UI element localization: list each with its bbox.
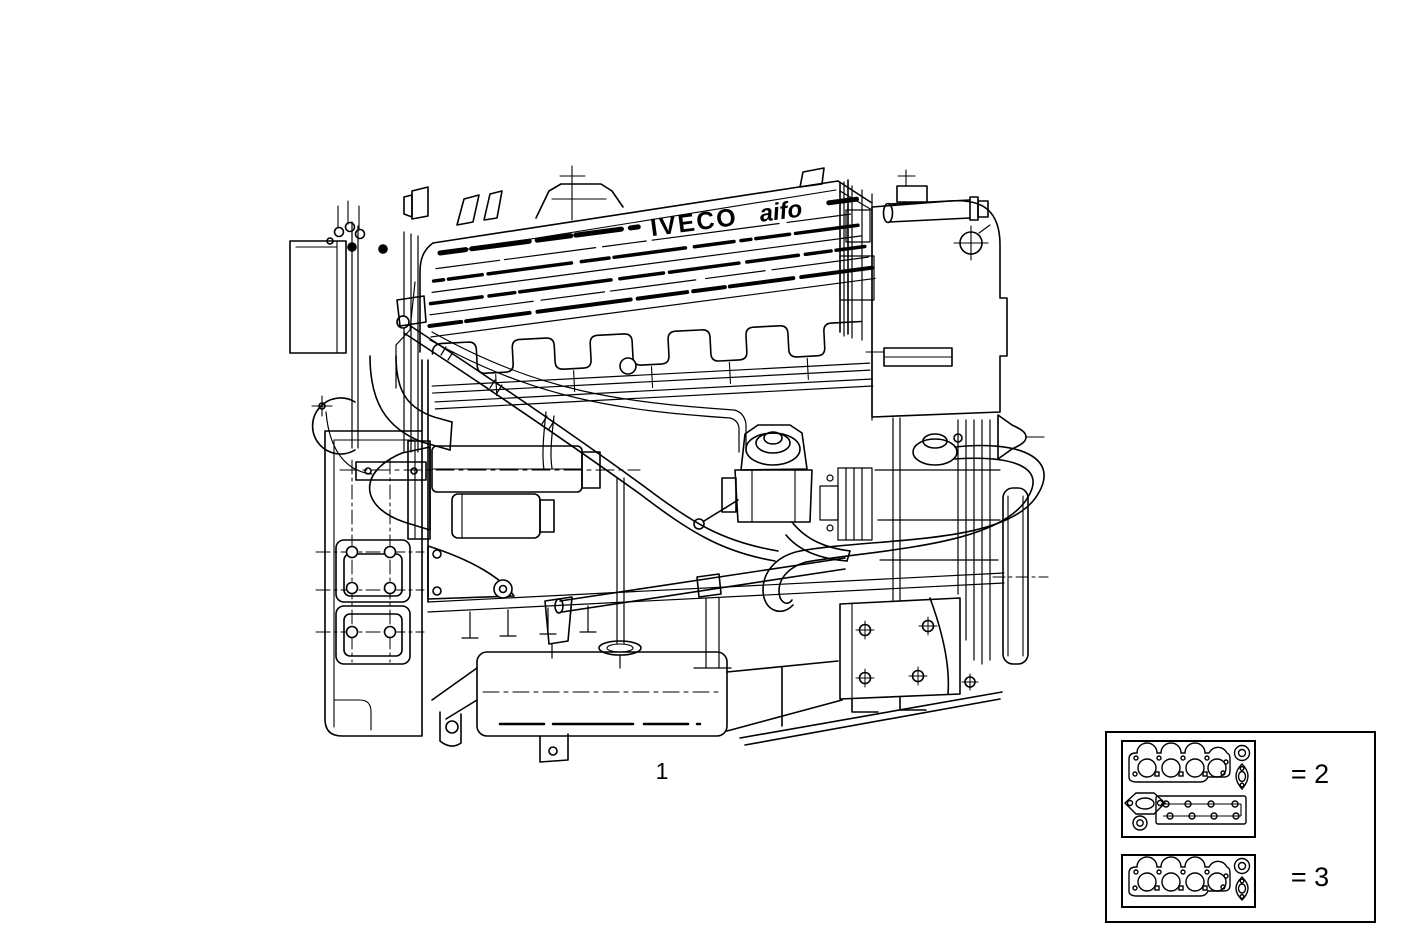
- cover-gasket-icon: [1155, 795, 1247, 825]
- cylinder-head-edge: [431, 320, 874, 410]
- fuel-hose: [396, 295, 779, 562]
- legend-kit-3-box: [1121, 854, 1256, 908]
- head-gasket-icon: [1128, 742, 1231, 783]
- kit-quantity-label: = 2: [1290, 759, 1330, 789]
- water-elbow: [311, 355, 453, 481]
- seal-ring-icon: [1233, 857, 1251, 875]
- engine-brand-primary: IVECO: [649, 203, 740, 242]
- valve-cover: IVECO aifo: [427, 195, 876, 338]
- figure-item-number: 1: [656, 758, 669, 784]
- rear-mount-bracket: [839, 597, 961, 713]
- intake-pipe: [882, 169, 989, 224]
- front-mount-plate: [315, 430, 425, 737]
- legend-kit-2-box: [1121, 740, 1256, 838]
- mount-rails: [427, 572, 1005, 669]
- head-gasket-icon: [1128, 856, 1231, 897]
- seal-ring-icon: [1233, 744, 1251, 762]
- rear-block-band: [839, 181, 875, 421]
- expansion-tank: [289, 200, 419, 453]
- full-gasket-kit-icon: [1123, 742, 1251, 831]
- crankshaft-pulley: [961, 414, 1049, 691]
- oil-pan: [431, 651, 1003, 763]
- dipstick: [598, 477, 642, 669]
- flywheel-panel: [865, 199, 1008, 418]
- gasket-kit-legend: = 2: [1105, 731, 1376, 923]
- pipe-ball-joint: [619, 357, 637, 375]
- engine-brand-secondary: aifo: [758, 195, 804, 227]
- small-seal-gasket-icon: [1235, 763, 1249, 791]
- block-edges: [395, 281, 429, 603]
- support-bracket: [427, 545, 515, 600]
- seal-ring-icon: [1132, 815, 1148, 831]
- starter-motor: [339, 440, 641, 540]
- kit-quantity-label: = 3: [1290, 862, 1330, 892]
- valve-cover-left-edge: [419, 242, 434, 353]
- thermostat-housing: [912, 433, 963, 466]
- fuel-filter: [693, 424, 851, 562]
- oil-pipe: [544, 550, 846, 659]
- small-seal-gasket-icon: [1235, 876, 1249, 901]
- head-gasket-kit-icon: [1128, 856, 1251, 901]
- belt-lines: [819, 417, 1001, 665]
